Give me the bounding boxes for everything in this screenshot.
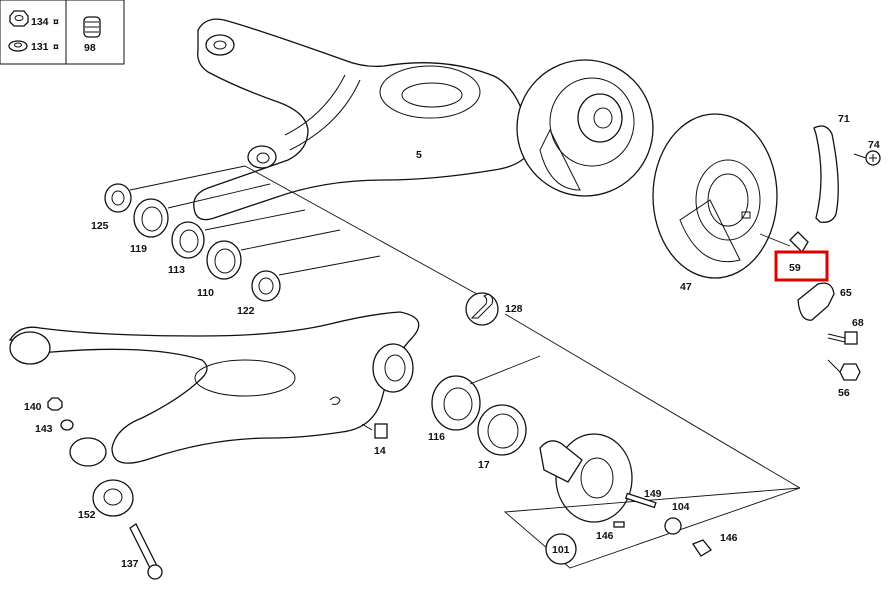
legend-item-134: 134 bbox=[31, 16, 49, 28]
screw-74-icon bbox=[853, 150, 881, 166]
brake-backing-plate bbox=[652, 113, 778, 279]
washer-icon bbox=[8, 40, 28, 52]
upper-hub-carrier bbox=[516, 59, 654, 197]
callout-65[interactable]: 65 bbox=[840, 287, 852, 299]
callout-143[interactable]: 143 bbox=[35, 423, 53, 435]
long-bolt-137 bbox=[129, 523, 163, 580]
callout-74[interactable]: 74 bbox=[868, 139, 880, 151]
callout-104[interactable]: 146 bbox=[596, 530, 614, 542]
wrench-icon bbox=[465, 292, 499, 326]
bushing-guide-lines bbox=[129, 165, 801, 489]
washer-143-icon bbox=[60, 419, 74, 431]
legend-frame bbox=[0, 0, 125, 65]
callout-137[interactable]: 137 bbox=[121, 558, 139, 570]
callout-59[interactable]: 59 bbox=[789, 262, 801, 274]
rubber-bushing-17 bbox=[92, 479, 134, 517]
callout-119[interactable]: 119 bbox=[130, 243, 147, 255]
callout-128[interactable]: 128 bbox=[505, 303, 523, 315]
bushing-set bbox=[104, 183, 281, 302]
brake-shoe-bracket bbox=[813, 125, 839, 223]
nut-icon bbox=[9, 10, 29, 27]
callout-56[interactable]: 56 bbox=[838, 387, 850, 399]
callout-122[interactable]: 122 bbox=[237, 305, 255, 317]
bolt-146 bbox=[692, 539, 712, 557]
callout-149[interactable]: 104 bbox=[672, 501, 690, 513]
callout-14[interactable]: 14 bbox=[374, 445, 386, 457]
callout-71[interactable]: 71 bbox=[838, 113, 850, 125]
spring-icon bbox=[83, 16, 101, 38]
legend-item-131: 131 bbox=[31, 41, 49, 53]
pin-152 bbox=[624, 492, 657, 509]
callout-146[interactable]: 146 bbox=[720, 532, 738, 544]
callout-5[interactable]: 5 bbox=[416, 149, 422, 161]
callout-125[interactable]: 125 bbox=[91, 220, 109, 232]
retaining-clip-59 bbox=[789, 231, 809, 254]
lower-control-arm bbox=[8, 311, 420, 467]
bolt-56-icon bbox=[827, 359, 861, 381]
callout-110[interactable]: 110 bbox=[197, 287, 214, 299]
callout-107[interactable]: 116 bbox=[428, 431, 445, 443]
bolt-14-icon bbox=[361, 423, 388, 439]
legend-marker-131: ¤ bbox=[53, 41, 59, 53]
callout-68[interactable]: 68 bbox=[852, 317, 864, 329]
callout-116[interactable]: 17 bbox=[478, 459, 490, 471]
leader-bearing bbox=[469, 355, 541, 385]
nut-140-icon bbox=[47, 397, 63, 411]
caliper-bracket-65 bbox=[797, 282, 835, 321]
legend-panel: 134 ¤ 131 ¤ 98 bbox=[0, 0, 125, 65]
wheel-bearing-107 bbox=[431, 375, 481, 431]
callout-101-circle bbox=[545, 533, 577, 565]
callout-101[interactable]: 101 bbox=[552, 544, 570, 556]
legend-item-98: 98 bbox=[84, 42, 96, 54]
seal-ring-116 bbox=[477, 404, 527, 456]
leader-59 bbox=[759, 233, 791, 247]
legend-marker-134: ¤ bbox=[53, 16, 59, 28]
callout-17[interactable]: 152 bbox=[78, 509, 96, 521]
hub-frame bbox=[503, 487, 801, 569]
highlight-box-59 bbox=[774, 250, 829, 282]
callout-113[interactable]: 113 bbox=[168, 264, 185, 276]
bolt-68-icon bbox=[827, 331, 858, 345]
pin-104 bbox=[613, 521, 625, 528]
nut-149 bbox=[664, 517, 682, 535]
callout-140[interactable]: 140 bbox=[24, 401, 42, 413]
wheel-hub-flange bbox=[539, 433, 633, 523]
callout-47[interactable]: 47 bbox=[680, 281, 692, 293]
upper-control-arm bbox=[193, 18, 535, 221]
callout-152[interactable]: 149 bbox=[644, 488, 662, 500]
